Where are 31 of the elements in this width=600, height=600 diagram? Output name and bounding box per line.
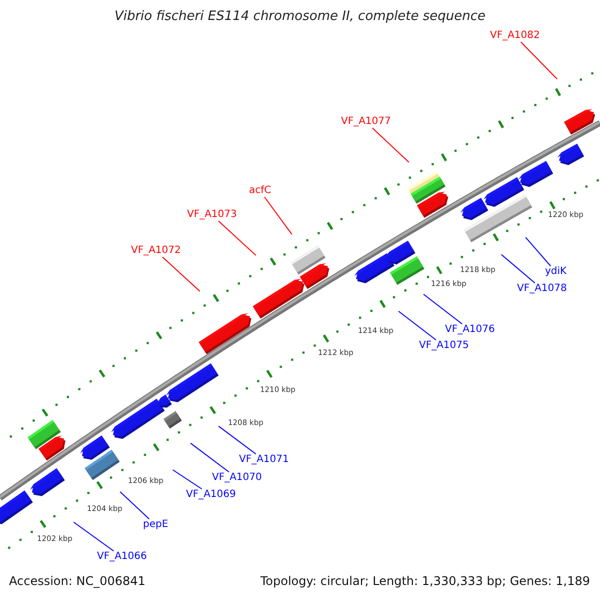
leader-line <box>172 469 202 490</box>
gene-label: VF_A1077 <box>341 116 391 128</box>
gene-label: VF_A1082 <box>490 30 540 42</box>
leader-line <box>162 256 200 292</box>
gene-label: VF_A1075 <box>419 340 469 352</box>
gene-label: ydiK <box>545 266 567 278</box>
gene-label: acfC <box>249 185 272 197</box>
leader-line <box>398 310 437 340</box>
map-title: Vibrio fischeri ES114 chromosome II, complete sequence <box>113 9 487 25</box>
gene-label: VF_A1073 <box>187 209 237 221</box>
leader-line <box>218 220 256 256</box>
leader-line <box>264 196 292 235</box>
gene-label: pepE <box>143 519 168 531</box>
leader-line <box>372 128 410 163</box>
gene-label: VF_A1078 <box>517 283 567 295</box>
leader-line <box>525 236 552 266</box>
gene-label: VF_A1071 <box>239 454 289 466</box>
leader-line <box>218 426 256 454</box>
leader-line <box>120 491 150 520</box>
gene-label: VF_A1069 <box>186 489 236 501</box>
leader-line <box>520 42 558 80</box>
summary-text: Topology: circular; Length: 1,330,333 bp; Genes: 1,189 <box>260 574 590 588</box>
gene-label: VF_A1076 <box>445 324 495 336</box>
leader-line <box>423 294 463 324</box>
leader-line <box>73 522 114 552</box>
gene-label: VF_A1072 <box>131 245 181 257</box>
gene-label: VF_A1066 <box>97 551 147 563</box>
gene-label: VF_A1070 <box>212 472 262 484</box>
leader-line <box>190 442 230 472</box>
accession-text: Accession: NC_006841 <box>9 574 146 588</box>
leader-line <box>500 254 536 284</box>
